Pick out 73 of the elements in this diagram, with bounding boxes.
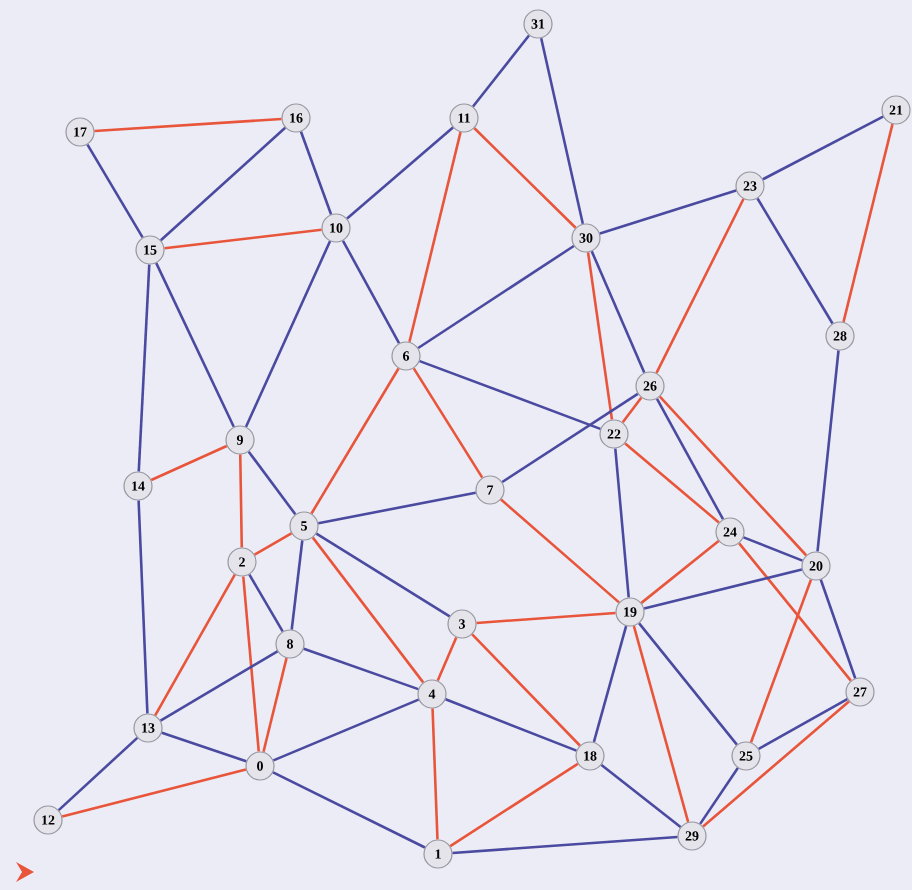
graph-edge [655,198,745,374]
graph-edge [638,622,738,746]
graph-edge [341,240,401,344]
graph-edge [159,650,279,722]
graph-edge [702,700,850,828]
graph-edge [592,625,628,743]
graph-edge [699,767,739,825]
graph-edge [272,771,426,849]
graph-edge [155,262,235,428]
graph-edge [624,442,720,524]
graph-edge [57,736,139,812]
graph-edge [273,698,420,762]
graph-edge [412,367,484,479]
graph-edge [299,131,333,215]
graph-edge [816,350,840,552]
graph-edge [159,126,287,242]
graph-edge [238,454,244,548]
graph-edge [150,444,228,482]
graph-edge [819,579,857,679]
graph-edge [248,573,284,633]
graph-edge [590,250,646,374]
graph-edge [539,37,585,225]
graph-edge [762,115,884,181]
graph-edge [315,532,451,618]
graph-edge [586,252,614,420]
graph-edge [244,240,332,428]
graph-edge [749,579,813,743]
graph-edge [472,34,530,108]
graph-edge [318,491,476,525]
graph-edge [758,698,848,750]
graph-edge [161,731,247,763]
graph-edge [449,762,579,848]
graph-edge [738,542,852,682]
graph-edge [419,359,601,431]
graph-edge [247,450,297,516]
graph-edge [137,500,149,714]
graph-edge [290,540,304,630]
graph-edge [137,264,151,472]
graph-edge [473,127,577,229]
graph-edge [154,574,236,716]
graph-edge [476,611,616,625]
graph-edge [445,698,577,752]
graph-edge [471,633,581,747]
graph-edge [599,189,737,235]
graph-edge [842,123,894,323]
graph-edge [346,126,454,220]
graph-edge [600,763,682,828]
graph-edge [311,536,425,684]
graph-edge [500,498,620,604]
graph-edge [743,536,803,562]
graph-edge [94,117,282,133]
graph-edge [501,392,639,484]
graph-edge [431,708,439,840]
graph-edge [254,532,293,556]
graph-edge [242,576,261,752]
graph-edge [303,647,419,691]
graph-edge [436,636,458,682]
graph-edge [614,448,630,598]
graph-edge [86,143,144,239]
graph-edge [658,395,808,557]
graph-edge [632,625,690,823]
graph-edge [164,228,322,250]
graph-edge [310,367,400,515]
graph-edge [643,568,803,610]
graph-edge [262,657,288,753]
graph-edge [417,244,575,350]
graph-edge [655,398,725,520]
graph-edge [640,540,720,604]
graph-edge [621,396,643,424]
graph-edge [408,131,462,343]
graph-edge [61,768,247,818]
graph-edge [452,835,678,855]
graph-edge [756,197,834,325]
